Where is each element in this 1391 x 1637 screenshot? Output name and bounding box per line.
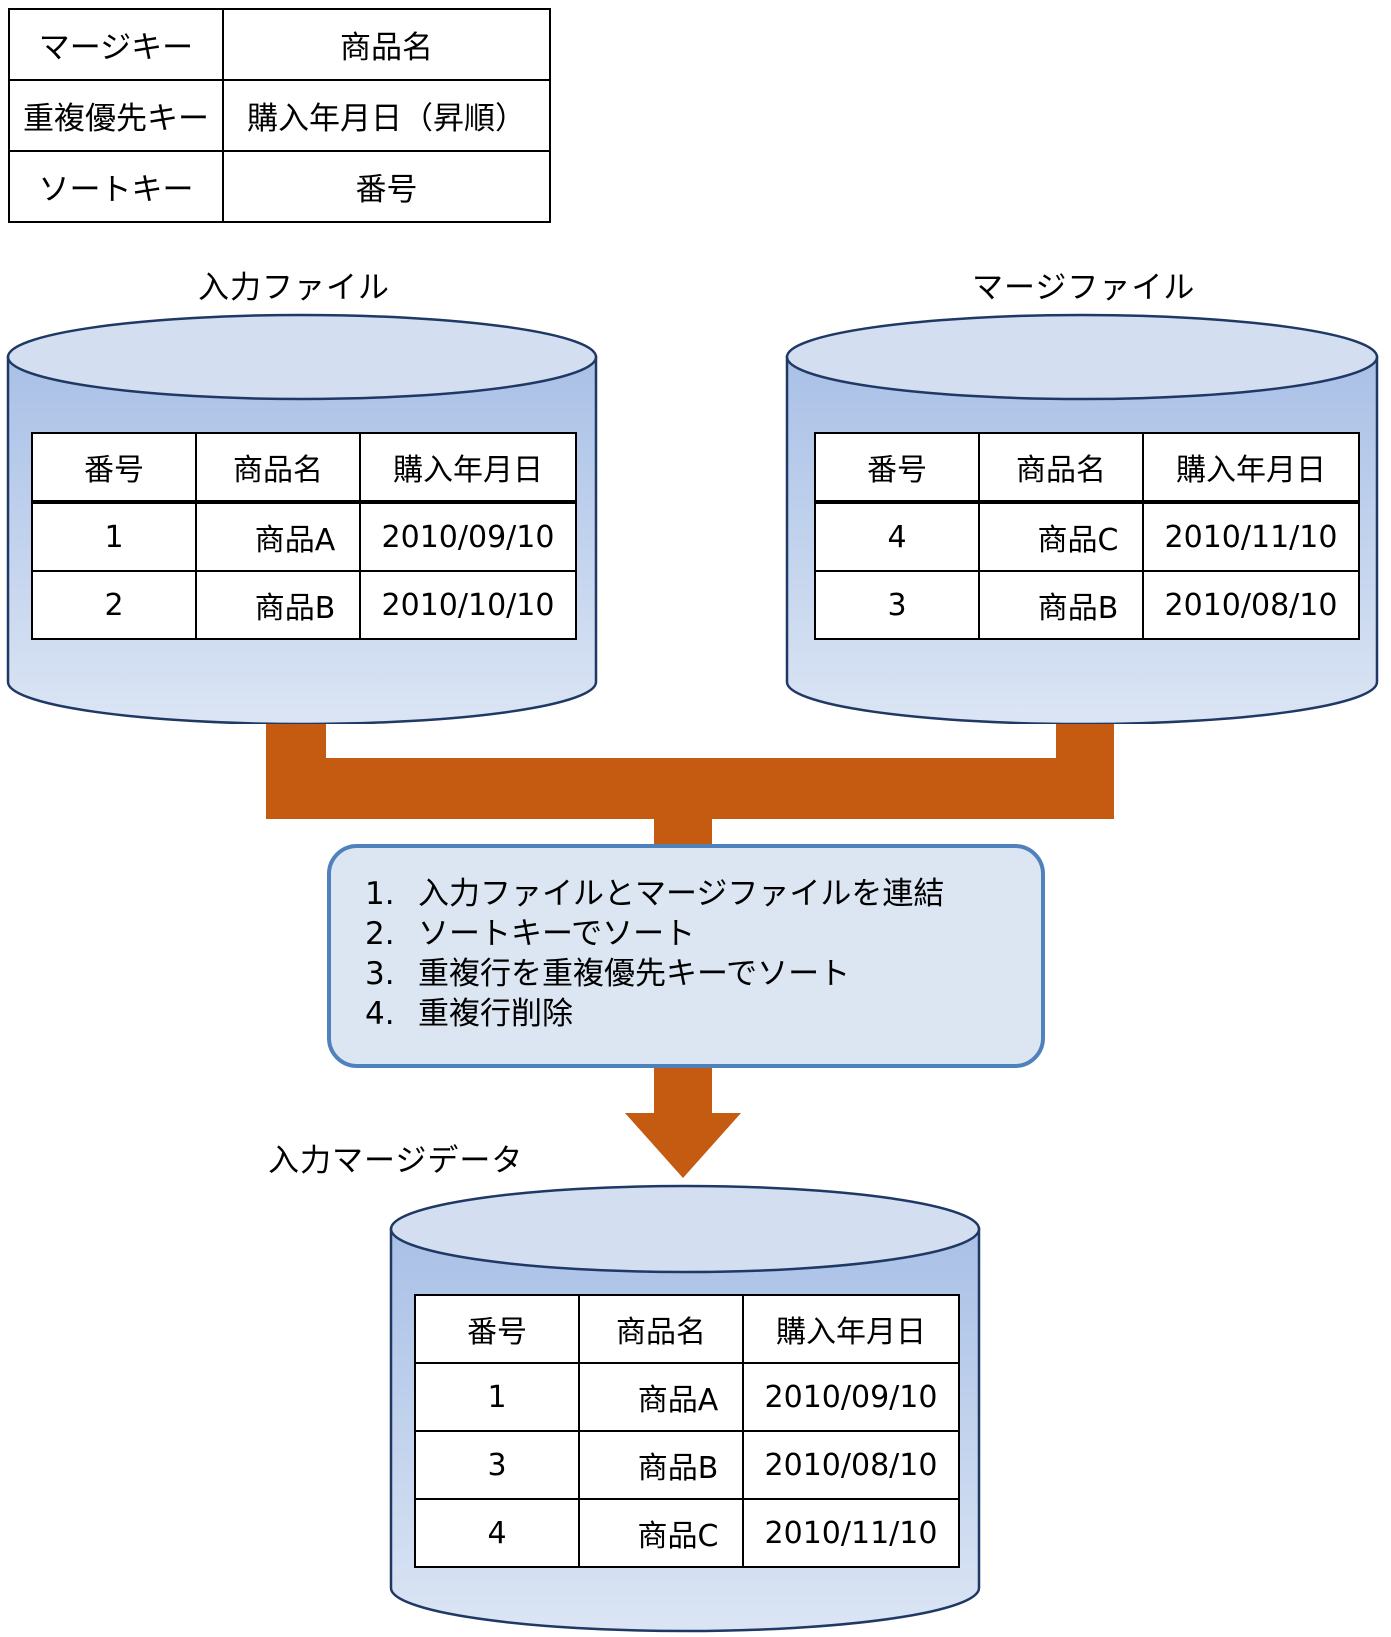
header-number: 番号 bbox=[414, 1294, 580, 1364]
output-file-cylinder: 番号 商品名 購入年月日 1 商品A 2010/09/10 3 商品B 2010… bbox=[389, 1182, 982, 1634]
process-step: 1. 入力ファイルとマージファイルを連結 bbox=[365, 874, 1041, 914]
input-file-label: 入力ファイル bbox=[198, 270, 390, 306]
key-definition-table: マージキー 商品名 重複優先キー 購入年月日（昇順） ソートキー 番号 bbox=[8, 8, 551, 223]
cell-product: 商品A bbox=[578, 1362, 744, 1432]
header-product: 商品名 bbox=[195, 432, 361, 504]
table-header-row: 番号 商品名 購入年月日 bbox=[414, 1294, 960, 1364]
step-text: ソートキーでソート bbox=[418, 916, 696, 952]
process-step: 4. 重複行削除 bbox=[365, 994, 1041, 1034]
header-number: 番号 bbox=[814, 432, 980, 504]
table-row: 4 商品C 2010/11/10 bbox=[814, 501, 1360, 572]
output-file-label: 入力マージデータ bbox=[268, 1143, 524, 1179]
table-header-row: 番号 商品名 購入年月日 bbox=[31, 432, 577, 504]
header-number: 番号 bbox=[31, 432, 197, 504]
cell-number: 4 bbox=[814, 501, 980, 572]
cell-product: 商品B bbox=[578, 1430, 744, 1500]
cell-number: 2 bbox=[31, 570, 197, 640]
cell-product: 商品A bbox=[195, 501, 361, 572]
step-number: 4. bbox=[365, 996, 395, 1032]
step-number: 2. bbox=[365, 916, 395, 952]
header-date: 購入年月日 bbox=[1142, 432, 1360, 504]
cell-date: 2010/09/10 bbox=[359, 501, 577, 572]
table-row: 1 商品A 2010/09/10 bbox=[414, 1362, 960, 1432]
input-file-table: 番号 商品名 購入年月日 1 商品A 2010/09/10 2 商品B 2010… bbox=[31, 432, 577, 640]
header-date: 購入年月日 bbox=[359, 432, 577, 504]
key-label: ソートキー bbox=[8, 150, 224, 223]
cell-number: 1 bbox=[414, 1362, 580, 1432]
cell-number: 4 bbox=[414, 1498, 580, 1568]
cell-product: 商品B bbox=[978, 570, 1144, 640]
table-row: 1 商品A 2010/09/10 bbox=[31, 501, 577, 572]
step-number: 1. bbox=[365, 876, 395, 912]
cell-date: 2010/09/10 bbox=[742, 1362, 960, 1432]
table-header-row: 番号 商品名 購入年月日 bbox=[814, 432, 1360, 504]
step-text: 入力ファイルとマージファイルを連結 bbox=[418, 876, 945, 912]
header-date: 購入年月日 bbox=[742, 1294, 960, 1364]
cell-product: 商品C bbox=[978, 501, 1144, 572]
table-row: 4 商品C 2010/11/10 bbox=[414, 1498, 960, 1568]
header-product: 商品名 bbox=[578, 1294, 744, 1364]
key-row-merge: マージキー 商品名 bbox=[8, 8, 551, 81]
step-text: 重複行削除 bbox=[418, 996, 573, 1032]
process-step: 3. 重複行を重複優先キーでソート bbox=[365, 954, 1041, 994]
cell-date: 2010/10/10 bbox=[359, 570, 577, 640]
table-row: 3 商品B 2010/08/10 bbox=[814, 570, 1360, 640]
step-text: 重複行を重複優先キーでソート bbox=[418, 956, 851, 992]
merge-file-table: 番号 商品名 購入年月日 4 商品C 2010/11/10 3 商品B 2010… bbox=[814, 432, 1360, 640]
cell-number: 3 bbox=[414, 1430, 580, 1500]
output-file-table: 番号 商品名 購入年月日 1 商品A 2010/09/10 3 商品B 2010… bbox=[414, 1294, 960, 1568]
table-row: 3 商品B 2010/08/10 bbox=[414, 1430, 960, 1500]
cell-date: 2010/11/10 bbox=[1142, 501, 1360, 572]
step-number: 3. bbox=[365, 956, 395, 992]
key-row-duplicate-priority: 重複優先キー 購入年月日（昇順） bbox=[8, 79, 551, 152]
key-label: マージキー bbox=[8, 8, 224, 81]
key-value: 商品名 bbox=[222, 8, 551, 81]
table-row: 2 商品B 2010/10/10 bbox=[31, 570, 577, 640]
input-file-cylinder: 番号 商品名 購入年月日 1 商品A 2010/09/10 2 商品B 2010… bbox=[6, 312, 599, 724]
down-arrow bbox=[625, 1068, 741, 1178]
cell-number: 3 bbox=[814, 570, 980, 640]
process-step: 2. ソートキーでソート bbox=[365, 914, 1041, 954]
merge-file-cylinder: 番号 商品名 購入年月日 4 商品C 2010/11/10 3 商品B 2010… bbox=[785, 312, 1380, 724]
merge-connector bbox=[266, 720, 1114, 844]
cell-number: 1 bbox=[31, 501, 197, 572]
process-steps: 1. 入力ファイルとマージファイルを連結 2. ソートキーでソート 3. 重複行を重複… bbox=[331, 848, 1041, 1034]
key-row-sort: ソートキー 番号 bbox=[8, 150, 551, 223]
key-value: 番号 bbox=[222, 150, 551, 223]
key-value: 購入年月日（昇順） bbox=[222, 79, 551, 152]
cell-product: 商品C bbox=[578, 1498, 744, 1568]
cell-date: 2010/08/10 bbox=[1142, 570, 1360, 640]
key-label: 重複優先キー bbox=[8, 79, 224, 152]
header-product: 商品名 bbox=[978, 432, 1144, 504]
cell-date: 2010/08/10 bbox=[742, 1430, 960, 1500]
merge-process-box: 1. 入力ファイルとマージファイルを連結 2. ソートキーでソート 3. 重複行を重複… bbox=[327, 844, 1045, 1068]
merge-file-label: マージファイル bbox=[972, 270, 1196, 306]
cell-date: 2010/11/10 bbox=[742, 1498, 960, 1568]
cell-product: 商品B bbox=[195, 570, 361, 640]
